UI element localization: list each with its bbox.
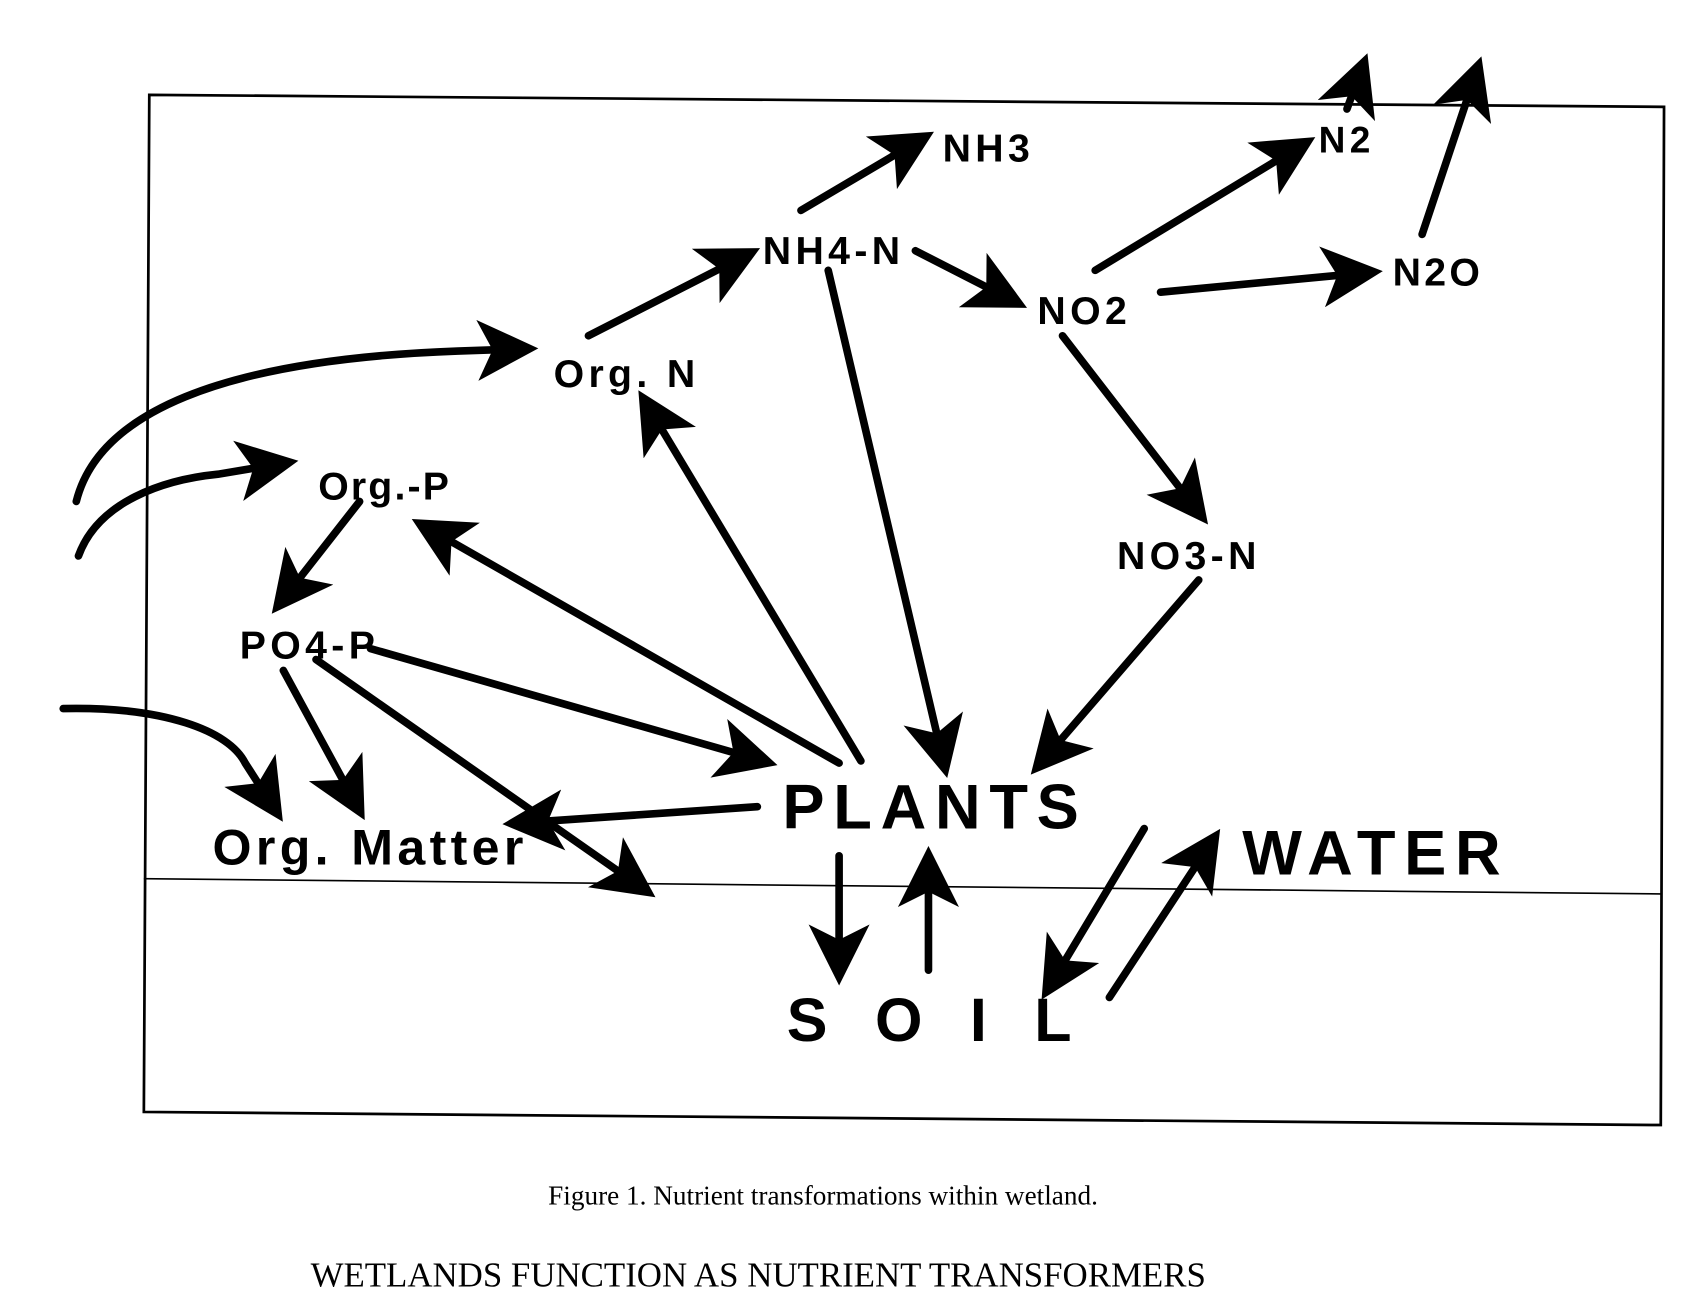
node-water: WATER — [1242, 818, 1509, 888]
node-po4: PO4-P — [240, 623, 379, 667]
arrow-po4-to-plants — [366, 644, 778, 778]
arrow-po4-to-orgmatter — [279, 666, 365, 821]
node-soil: S O I L — [787, 986, 1087, 1054]
arrow-orgn-to-nh4 — [584, 248, 761, 340]
arrow-input-to-orgn — [72, 319, 539, 506]
arrow-input-to-orgp — [74, 440, 299, 560]
node-nh3: NH3 — [943, 126, 1035, 170]
arrow-nh4-to-no2 — [911, 246, 1028, 308]
arrow-no2-to-no3 — [1058, 331, 1209, 525]
node-no2: NO2 — [1037, 289, 1131, 333]
arrow-n2o-out — [1418, 56, 1492, 239]
node-n2o: N2O — [1393, 251, 1483, 295]
diagram-frame — [142, 93, 1666, 1127]
arrow-orgp-to-po4 — [271, 497, 364, 614]
arrow-plants-to-orgn — [638, 390, 865, 765]
node-org-matter: Org. Matter — [213, 819, 528, 875]
node-org-p: Org.-P — [318, 464, 451, 508]
arrow-nh4-to-nh3 — [797, 131, 934, 215]
node-n2: N2 — [1319, 119, 1375, 161]
arrows — [59, 53, 1492, 1002]
arrow-plants-to-orgp — [411, 518, 843, 767]
arrow-input-to-orgmatter — [59, 704, 283, 822]
node-org-n: Org. N — [554, 352, 700, 396]
figure-title: WETLANDS FUNCTION AS NUTRIENT TRANSFORME… — [311, 1255, 1206, 1294]
arrow-nh4-to-plants — [824, 266, 963, 778]
node-nh4: NH4-N — [763, 229, 905, 273]
node-no3: NO3-N — [1117, 534, 1261, 578]
arrow-po4-to-soil — [312, 655, 656, 898]
arrow-no3-to-plants — [1030, 576, 1203, 775]
arrow-water-to-soil — [1041, 824, 1149, 1000]
arrow-plants-to-orgmatter — [502, 789, 762, 851]
arrow-soil-to-water — [1105, 828, 1221, 1002]
arrow-no2-to-n2 — [1091, 137, 1316, 275]
arrow-n2-out — [1317, 53, 1375, 122]
figure-caption: Figure 1. Nutrient transformations withi… — [548, 1181, 1098, 1211]
node-labels: NH3 NH4-N NO2 N2 N2O Org. N Org.-P NO3-N… — [213, 119, 1509, 1054]
arrow-no2-to-n2o — [1156, 246, 1383, 308]
node-plants: PLANTS — [782, 773, 1087, 843]
